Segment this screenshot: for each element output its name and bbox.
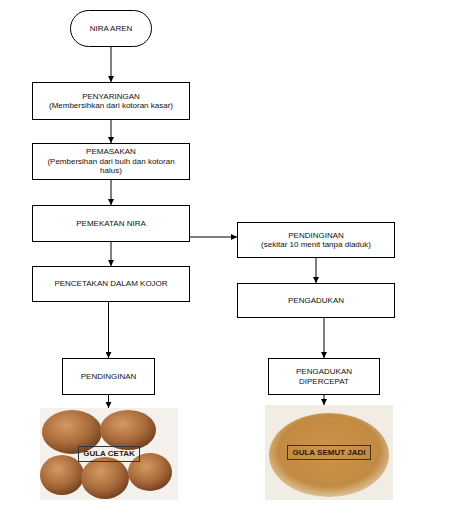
sugar-lump <box>81 457 129 499</box>
start-terminal: NIRA AREN <box>70 10 152 47</box>
node-title: PENDINGINAN <box>81 372 137 382</box>
photo-background <box>265 405 393 500</box>
process-box: PENCETAKAN DALAM KOJOR <box>32 266 190 302</box>
node-title: PENGADUKAN DIPERCEPAT <box>272 367 376 386</box>
flow-arrow <box>111 180 112 205</box>
sugar-powder <box>284 420 374 480</box>
flow-arrow <box>324 395 325 405</box>
sugar-lump <box>42 410 102 454</box>
process-box: PENGADUKAN DIPERCEPAT <box>268 358 380 395</box>
process-box: PENDINGINAN(sekitar 10 menit tanpa diadu… <box>237 222 395 258</box>
node-title: PEMASAKAN <box>86 147 136 157</box>
process-box: PENDINGINAN <box>62 358 155 395</box>
node-title: GULA SEMUT JADI <box>287 445 370 461</box>
node-title: PENYARINGAN <box>82 92 140 102</box>
flow-arrow <box>108 395 109 408</box>
photo-background <box>40 408 178 500</box>
flow-arrow <box>111 47 112 82</box>
process-box: PENYARINGAN(Membersihkan dari kotoran ka… <box>32 82 190 120</box>
flow-arrow <box>108 302 109 358</box>
node-title: PENDINGINAN <box>288 231 344 241</box>
node-title: PENCETAKAN DALAM KOJOR <box>54 279 167 289</box>
sugar-powder <box>269 413 389 497</box>
node-note: (Membersihkan dari kotoran kasar) <box>49 101 173 111</box>
flow-arrow <box>316 258 317 283</box>
flow-arrow <box>190 237 237 238</box>
node-title: NIRA AREN <box>90 24 133 34</box>
process-box: PENGADUKAN <box>237 283 395 318</box>
flow-arrow <box>324 318 325 358</box>
flow-arrow <box>111 242 112 266</box>
node-note: (Pembersihan dari buih dan kotoran halus… <box>36 157 186 176</box>
node-title: GULA CETAK <box>78 446 140 462</box>
product-photo: GULA CETAK <box>40 408 178 500</box>
process-box: PEMASAKAN(Pembersihan dari buih dan koto… <box>32 143 190 180</box>
process-box: PEMEKATAN NIRA <box>32 205 190 242</box>
node-title: PENGADUKAN <box>288 296 344 306</box>
node-note: (sekitar 10 menit tanpa diaduk) <box>261 240 371 250</box>
sugar-lump <box>128 453 172 491</box>
flow-arrow <box>111 120 112 143</box>
node-title: PEMEKATAN NIRA <box>76 219 146 229</box>
sugar-lump <box>100 410 156 450</box>
product-photo: GULA SEMUT JADI <box>265 405 393 500</box>
